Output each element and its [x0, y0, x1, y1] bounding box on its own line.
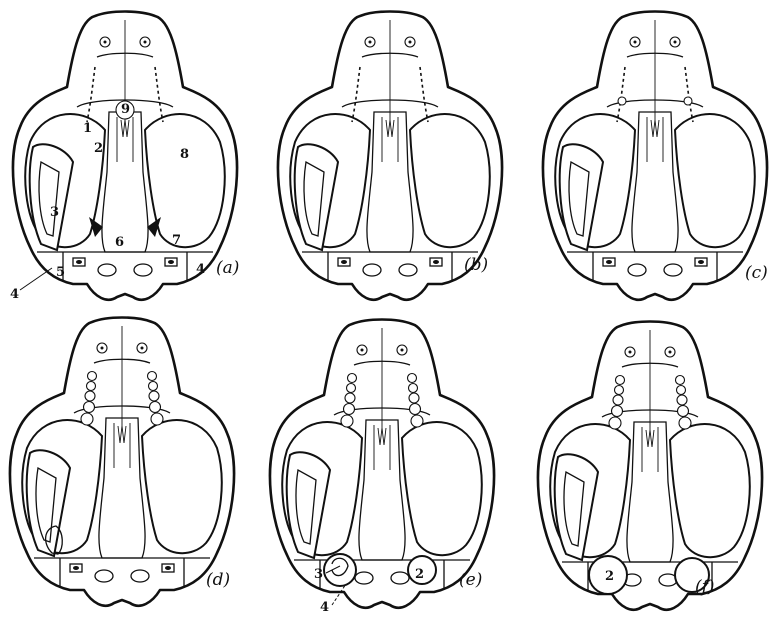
panel-e-number-2: 2	[415, 567, 424, 582]
panel-c-label: (c)	[745, 263, 768, 283]
panel-d-label: (d)	[206, 570, 230, 590]
panel-e-number-3: 3	[314, 567, 323, 582]
panel-a-label: (a)	[216, 258, 239, 278]
skull-panel-c	[543, 12, 767, 300]
panel-a-number-2: 2	[94, 141, 103, 156]
panel-a-number-3: 3	[50, 205, 59, 220]
panel-a-number-6: 6	[115, 235, 124, 250]
panel-a-number-5: 5	[56, 265, 65, 280]
skull-panel-d	[10, 318, 234, 606]
panel-a-number-7: 7	[172, 233, 181, 248]
panel-e-label: (e)	[459, 570, 482, 590]
panel-a-number-8: 8	[180, 147, 189, 162]
panel-f-label: (f)	[695, 577, 715, 597]
panel-b-label: (b)	[464, 255, 488, 275]
panel-a-number-1: 1	[83, 121, 92, 136]
skull-panel-e	[270, 320, 494, 608]
panel-e-number-4: 4	[320, 600, 329, 615]
panel-a-number-9: 9	[121, 102, 130, 117]
panel-f-number-2: 2	[605, 569, 614, 584]
panel-a-number-4-right: 4	[196, 262, 205, 277]
panel-a-number-4-left: 4	[10, 287, 19, 302]
skull-panel-a	[13, 12, 237, 300]
skull-panel-f	[538, 322, 762, 610]
